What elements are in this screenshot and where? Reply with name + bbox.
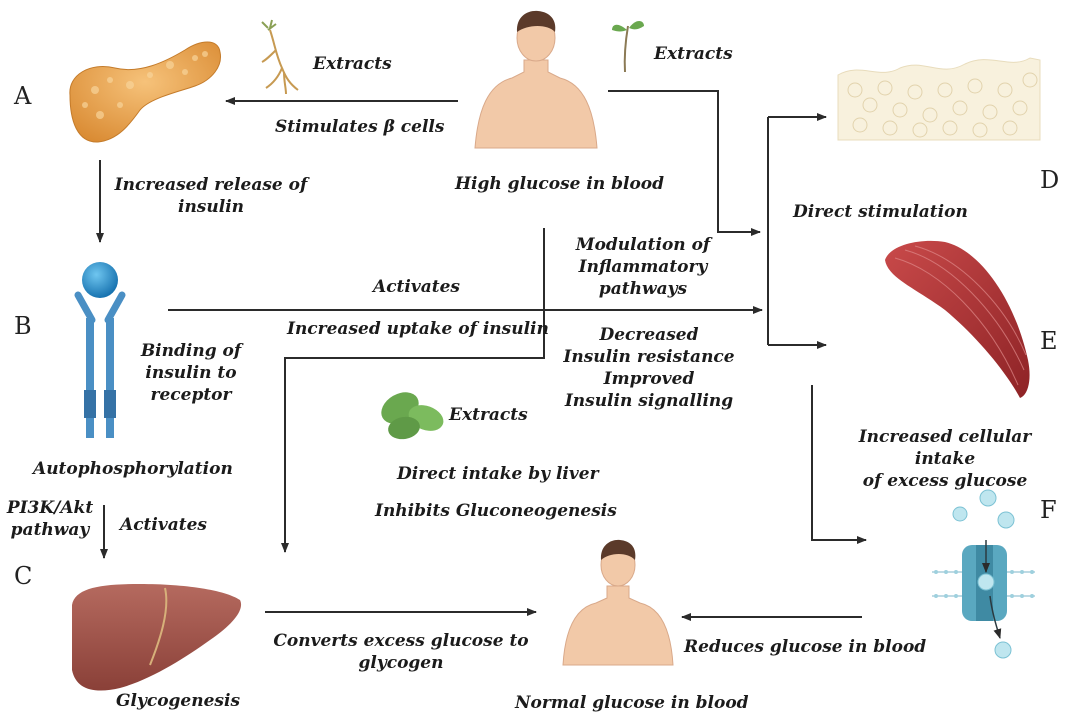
- inhibits-gluconeogenesis-label: Inhibits Gluconeogenesis: [375, 500, 617, 522]
- panel-letter-d: D: [1040, 166, 1059, 194]
- arrow-sprout-to-hub: [608, 91, 760, 232]
- extracts-sprout-label: Extracts: [654, 43, 733, 65]
- activates-main-label: Activates: [373, 276, 460, 298]
- pi3k-akt-label: PI3K/Akt pathway: [4, 497, 96, 541]
- increased-uptake-label: Increased uptake of insulin: [287, 318, 549, 340]
- panel-letter-b: B: [14, 312, 32, 340]
- leaf-icon: [376, 386, 447, 442]
- panel-letter-c: C: [14, 562, 32, 590]
- extracts-ginseng-label: Extracts: [313, 53, 392, 75]
- modulation-label: Modulation of Inflammatory pathways: [560, 234, 726, 300]
- glucose-transporter-icon: [932, 490, 1035, 658]
- liver-icon: [72, 584, 241, 691]
- extracts-leaf-label: Extracts: [449, 404, 528, 426]
- panel-letter-e: E: [1040, 327, 1058, 355]
- reduces-glucose-label: Reduces glucose in blood: [684, 636, 926, 658]
- stimulates-beta-cells-label: Stimulates β cells: [275, 116, 444, 138]
- decreased-insulin-resistance-label: Decreased Insulin resistance Improved In…: [560, 324, 738, 412]
- insulin-receptor-icon: [78, 262, 122, 438]
- human-torso-icon: [475, 11, 597, 148]
- converts-glucose-label: Converts excess glucose to glycogen: [270, 630, 532, 674]
- sprout-icon: [612, 21, 644, 72]
- adipose-tissue-icon: [838, 58, 1040, 140]
- glycogenesis-label: Glycogenesis: [116, 690, 240, 712]
- binding-label: Binding of insulin to receptor: [132, 340, 250, 406]
- increased-release-label: Increased release of insulin: [112, 174, 310, 218]
- human-torso-normal-icon: [563, 540, 673, 665]
- direct-intake-label: Direct intake by liver: [397, 463, 599, 485]
- cellular-intake-label: Increased cellular intake of excess gluc…: [828, 426, 1062, 492]
- ginseng-root-icon: [262, 20, 298, 94]
- high-glucose-label: High glucose in blood: [455, 173, 664, 195]
- autophosphorylation-label: Autophosphorylation: [33, 458, 233, 480]
- muscle-icon: [885, 241, 1030, 398]
- normal-glucose-label: Normal glucose in blood: [515, 692, 749, 714]
- pancreas-icon: [70, 42, 221, 142]
- panel-letter-f: F: [1040, 496, 1057, 524]
- activates-c-label: Activates: [120, 514, 207, 536]
- direct-stimulation-label: Direct stimulation: [793, 201, 968, 223]
- panel-letter-a: A: [14, 82, 31, 110]
